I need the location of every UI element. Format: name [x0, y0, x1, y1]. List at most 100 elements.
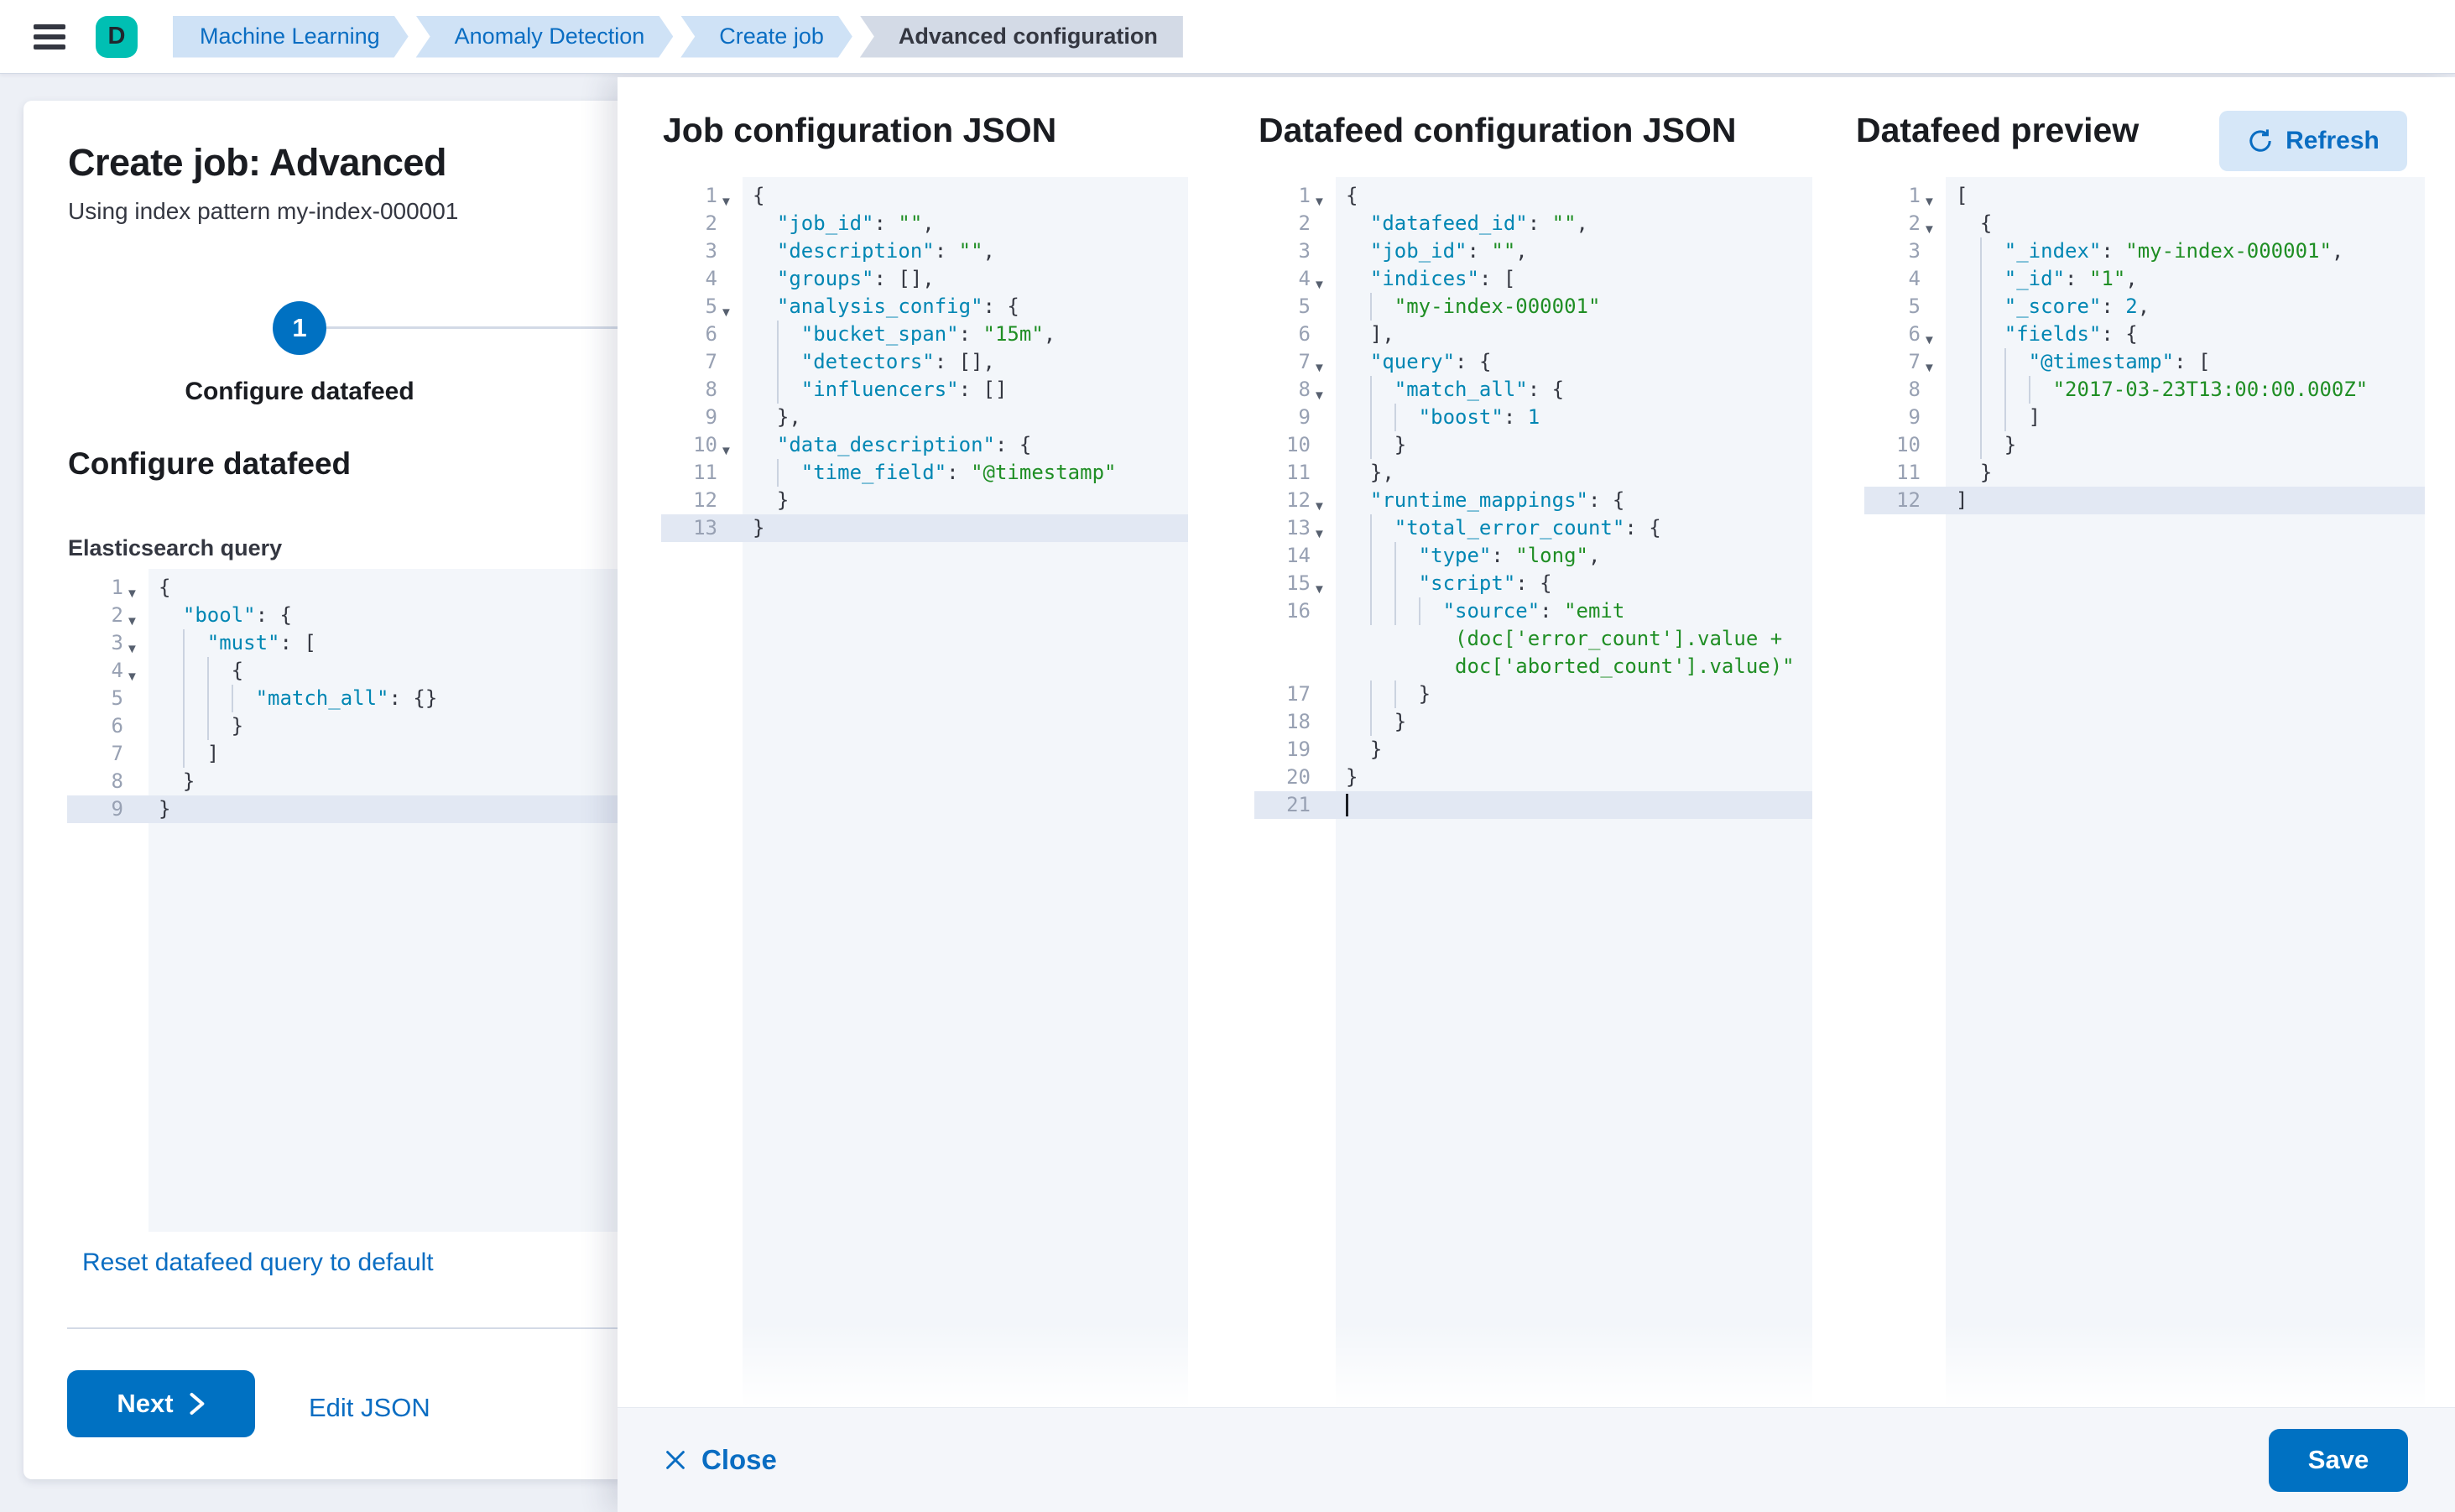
- code-line[interactable]: 6],: [1254, 321, 1812, 348]
- fold-toggle-icon[interactable]: ▼: [126, 642, 138, 656]
- fold-toggle-icon[interactable]: ▼: [126, 614, 138, 628]
- fold-toggle-icon[interactable]: ▼: [126, 670, 138, 684]
- code-line[interactable]: 11},: [1254, 459, 1812, 487]
- line-number: 2: [1908, 211, 1921, 235]
- code-line[interactable]: 12]: [1864, 487, 2425, 514]
- code-line[interactable]: 7▼"query": {: [1254, 348, 1812, 376]
- fold-toggle-icon[interactable]: ▼: [1313, 278, 1326, 292]
- code-line[interactable]: 1▼{: [67, 574, 626, 602]
- code-line[interactable]: 6"bucket_span": "15m",: [661, 321, 1188, 348]
- fold-toggle-icon[interactable]: ▼: [1313, 582, 1326, 597]
- code-line[interactable]: 1▼[: [1864, 182, 2425, 210]
- code-line[interactable]: 13}: [661, 514, 1188, 542]
- code-line[interactable]: 6▼"fields": {: [1864, 321, 2425, 348]
- code-line[interactable]: 2"datafeed_id": "",: [1254, 210, 1812, 237]
- breadcrumb-machine-learning[interactable]: Machine Learning: [173, 16, 409, 58]
- code-line[interactable]: 14"type": "long",: [1254, 542, 1812, 570]
- step-1-indicator[interactable]: 1: [273, 301, 326, 355]
- code-line[interactable]: 5▼"analysis_config": {: [661, 293, 1188, 321]
- code-line[interactable]: 20}: [1254, 764, 1812, 791]
- space-avatar[interactable]: D: [96, 15, 138, 58]
- code-line[interactable]: 3"description": "",: [661, 237, 1188, 265]
- code-line[interactable]: 17}: [1254, 680, 1812, 708]
- breadcrumb-anomaly-detection[interactable]: Anomaly Detection: [416, 16, 674, 58]
- fold-toggle-icon[interactable]: ▼: [1313, 388, 1326, 403]
- code-line[interactable]: 21: [1254, 791, 1812, 819]
- code-line[interactable]: 3"_index": "my-index-000001",: [1864, 237, 2425, 265]
- code-line[interactable]: 1▼{: [661, 182, 1188, 210]
- close-button[interactable]: Close: [663, 1444, 777, 1476]
- code-line[interactable]: 7▼"@timestamp": [: [1864, 348, 2425, 376]
- code-line[interactable]: 18}: [1254, 708, 1812, 736]
- code-line[interactable]: (doc['error_count'].value +: [1254, 625, 1812, 653]
- code-line[interactable]: 3"job_id": "",: [1254, 237, 1812, 265]
- code-line[interactable]: 13▼"total_error_count": {: [1254, 514, 1812, 542]
- fold-toggle-icon[interactable]: ▼: [1923, 361, 1936, 375]
- reset-datafeed-query-link[interactable]: Reset datafeed query to default: [82, 1249, 434, 1276]
- code-line[interactable]: 9"boost": 1: [1254, 404, 1812, 431]
- code-line[interactable]: 16"source": "emit: [1254, 597, 1812, 625]
- fold-toggle-icon[interactable]: ▼: [720, 305, 732, 320]
- code-line[interactable]: 7]: [67, 740, 626, 768]
- elasticsearch-query-editor[interactable]: 1▼{2▼"bool": {3▼"must": [4▼{5"match_all"…: [67, 569, 626, 1232]
- code-line[interactable]: 15▼"script": {: [1254, 570, 1812, 597]
- save-button[interactable]: Save: [2269, 1428, 2408, 1492]
- code-line[interactable]: 11}: [1864, 459, 2425, 487]
- datafeed-preview-editor[interactable]: 1▼[2▼{3"_index": "my-index-000001",4"_id…: [1864, 177, 2425, 1407]
- refresh-button-label: Refresh: [2286, 127, 2379, 154]
- fold-toggle-icon[interactable]: ▼: [1313, 527, 1326, 541]
- fold-toggle-icon[interactable]: ▼: [720, 444, 732, 458]
- code-line[interactable]: 5"my-index-000001": [1254, 293, 1812, 321]
- menu-icon[interactable]: [34, 23, 65, 50]
- code-line[interactable]: doc['aborted_count'].value)": [1254, 653, 1812, 680]
- code-line[interactable]: 5"match_all": {}: [67, 685, 626, 712]
- code-line[interactable]: 2"job_id": "",: [661, 210, 1188, 237]
- code-line[interactable]: 12}: [661, 487, 1188, 514]
- code-line[interactable]: 2▼"bool": {: [67, 602, 626, 629]
- code-line[interactable]: 8}: [67, 768, 626, 795]
- fold-toggle-icon[interactable]: ▼: [1313, 499, 1326, 514]
- code-line[interactable]: 4▼"indices": [: [1254, 265, 1812, 293]
- code-line[interactable]: 4"groups": [],: [661, 265, 1188, 293]
- datafeed-configuration-json-editor[interactable]: 1▼{2"datafeed_id": "",3"job_id": "",4▼"i…: [1254, 177, 1812, 1407]
- breadcrumb-advanced-configuration: Advanced configuration: [859, 15, 1183, 58]
- fold-toggle-icon[interactable]: ▼: [1313, 361, 1326, 375]
- fold-toggle-icon[interactable]: ▼: [1923, 333, 1936, 347]
- code-line[interactable]: 19}: [1254, 736, 1812, 764]
- job-configuration-json-editor[interactable]: 1▼{2"job_id": "",3"description": "",4"gr…: [661, 177, 1188, 1407]
- fold-toggle-icon[interactable]: ▼: [1923, 195, 1936, 209]
- code-line[interactable]: 9},: [661, 404, 1188, 431]
- code-line[interactable]: 10}: [1864, 431, 2425, 459]
- code-line[interactable]: 6}: [67, 712, 626, 740]
- code-line[interactable]: 10▼"data_description": {: [661, 431, 1188, 459]
- code-line[interactable]: 1▼{: [1254, 182, 1812, 210]
- code-line[interactable]: 4"_id": "1",: [1864, 265, 2425, 293]
- breadcrumb-create-job[interactable]: Create job: [680, 16, 852, 58]
- edit-json-link[interactable]: Edit JSON: [309, 1393, 430, 1422]
- code-line[interactable]: 10}: [1254, 431, 1812, 459]
- fold-toggle-icon[interactable]: ▼: [1313, 195, 1326, 209]
- line-number: 12: [693, 488, 717, 512]
- next-button[interactable]: Next: [67, 1370, 255, 1437]
- fold-toggle-icon[interactable]: ▼: [126, 587, 138, 601]
- code-line[interactable]: 5"_score": 2,: [1864, 293, 2425, 321]
- line-number: 6: [1298, 322, 1311, 346]
- refresh-button[interactable]: Refresh: [2219, 111, 2407, 171]
- code-line[interactable]: 3▼"must": [: [67, 629, 626, 657]
- code-line[interactable]: 4▼{: [67, 657, 626, 685]
- fold-toggle-icon[interactable]: ▼: [720, 195, 732, 209]
- code-line[interactable]: 7"detectors": [],: [661, 348, 1188, 376]
- code-line[interactable]: 11"time_field": "@timestamp": [661, 459, 1188, 487]
- code-line[interactable]: 12▼"runtime_mappings": {: [1254, 487, 1812, 514]
- code-line[interactable]: 9]: [1864, 404, 2425, 431]
- code-line[interactable]: 9}: [67, 795, 626, 823]
- fold-toggle-icon[interactable]: ▼: [1923, 222, 1936, 237]
- line-number: 2: [1298, 211, 1311, 235]
- code-line[interactable]: 8"influencers": []: [661, 376, 1188, 404]
- code-line[interactable]: 8"2017-03-23T13:00:00.000Z": [1864, 376, 2425, 404]
- line-number: 7: [705, 350, 717, 373]
- code-line[interactable]: 2▼{: [1864, 210, 2425, 237]
- line-number: 16: [1286, 599, 1311, 623]
- code-line[interactable]: 8▼"match_all": {: [1254, 376, 1812, 404]
